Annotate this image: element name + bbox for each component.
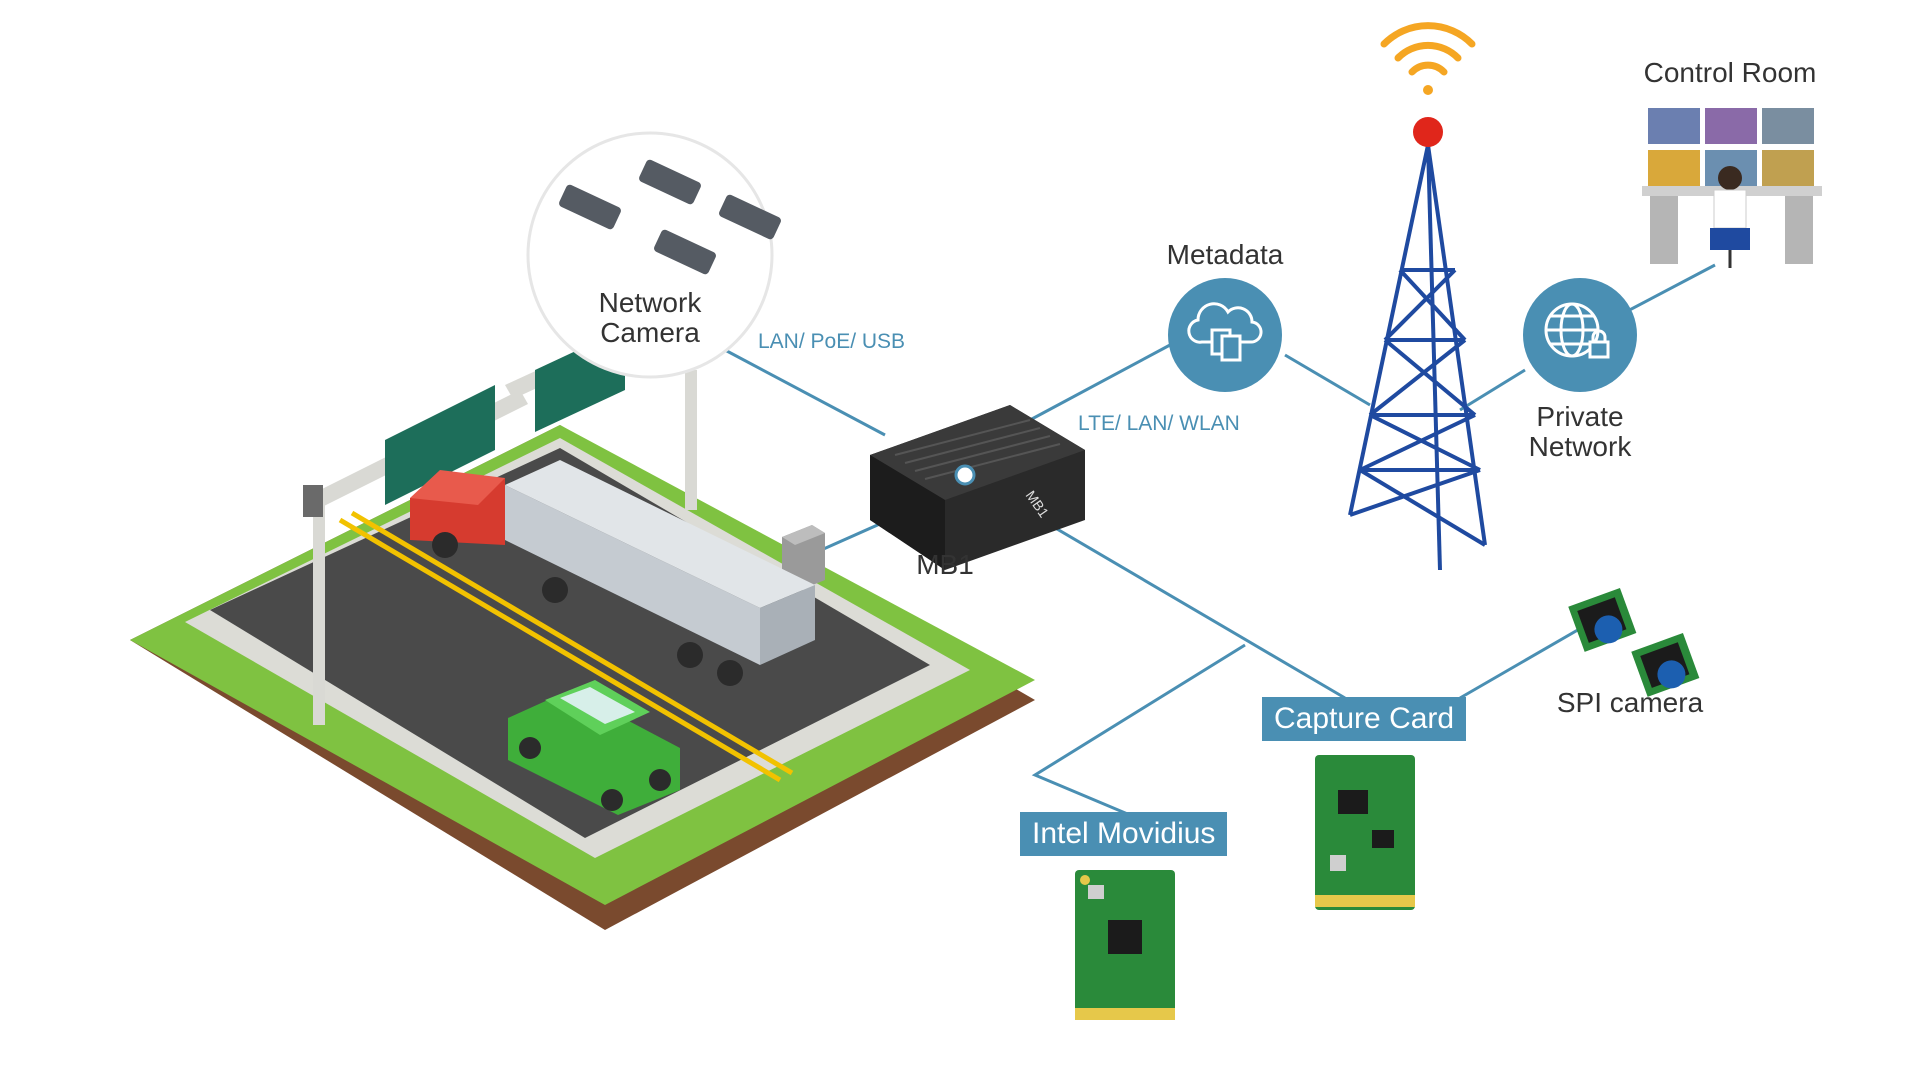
spi-camera-illustration xyxy=(1568,587,1700,697)
tower-beacon xyxy=(1413,117,1443,147)
communication-tower xyxy=(1348,144,1487,571)
mb1-to-movidius-line xyxy=(1031,643,1246,817)
road-sign xyxy=(385,385,495,505)
road-center-line-2 xyxy=(350,510,794,776)
mb1-connection-node xyxy=(954,464,976,486)
network-camera-label-line2: Camera xyxy=(600,317,700,348)
traffic-camera xyxy=(303,485,323,517)
private-network-label: Private Network xyxy=(1510,402,1650,462)
spi-camera-label: SPI camera xyxy=(1556,687,1704,718)
private-network-node xyxy=(1523,278,1637,392)
network-camera-label: Network Camera xyxy=(580,288,720,348)
sign-gantry-front xyxy=(303,385,528,725)
private-network-to-control-room-line xyxy=(1619,263,1716,317)
globe-lock-icon xyxy=(1544,302,1610,359)
cctv-camera-icon xyxy=(559,159,781,275)
lan-poe-usb-label: LAN/ PoE/ USB xyxy=(758,330,906,353)
truck xyxy=(410,460,815,686)
private-network-label-line1: Private xyxy=(1536,401,1624,432)
capture-card-to-spi-camera-line xyxy=(1459,618,1596,700)
metadata-to-tower-line xyxy=(1284,353,1371,407)
network-camera-bubble xyxy=(526,131,781,379)
camera-to-mb1-line xyxy=(724,348,886,437)
tower-to-private-network-line xyxy=(1459,368,1526,412)
highway-scene xyxy=(130,300,1035,930)
operator xyxy=(1718,166,1742,190)
mb1-device: MB1 xyxy=(870,405,1085,570)
road-center-line xyxy=(338,517,782,783)
wifi-signal-icon xyxy=(1380,22,1476,95)
intel-movidius-tag: Intel Movidius xyxy=(1020,812,1228,856)
green-car xyxy=(508,680,680,815)
mb1-label: MB1 xyxy=(916,549,974,580)
intel-movidius-pcb xyxy=(1075,870,1175,1020)
capture-card-tag: Capture Card xyxy=(1262,697,1467,741)
mb1-to-metadata-line xyxy=(1029,343,1171,422)
metadata-node xyxy=(1168,278,1282,392)
network-camera-label-line1: Network xyxy=(598,287,702,318)
capture-card-pcb xyxy=(1315,755,1415,910)
cloud-document-icon xyxy=(1187,302,1263,362)
private-network-label-line2: Network xyxy=(1528,431,1632,462)
control-room-label: Control Room xyxy=(1643,57,1817,88)
metadata-label: Metadata xyxy=(1166,239,1284,270)
lte-lan-wlan-label: LTE/ LAN/ WLAN xyxy=(1078,412,1240,435)
control-room-illustration xyxy=(1642,108,1822,268)
